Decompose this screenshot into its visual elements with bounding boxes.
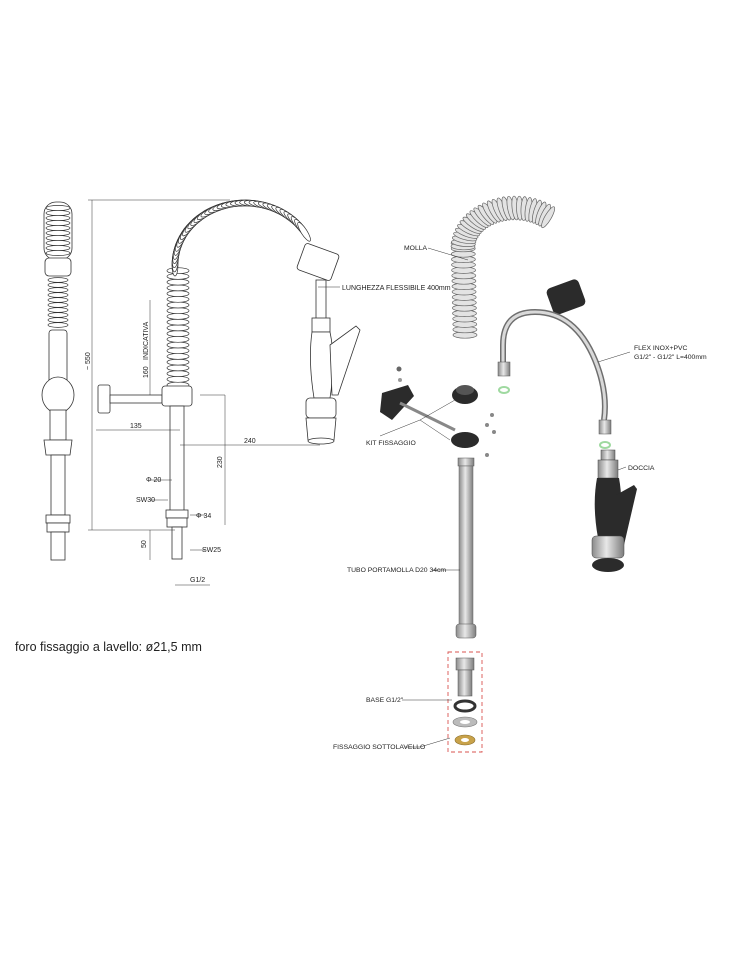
dim-phi34: Φ 34 [196, 513, 211, 520]
label-tubo: TUBO PORTAMOLLA D20 34cm [347, 567, 446, 574]
dimension-texts: ~ 550 INDICATIVA 160 135 240 230 Φ 20 SW… [85, 285, 451, 584]
dim-sw25: SW25 [202, 547, 221, 554]
dim-height: ~ 550 [85, 352, 92, 370]
flex-hose [497, 308, 612, 449]
base-kit [447, 651, 483, 753]
dim-phi20: Φ 20 [146, 477, 161, 484]
tubo-portamolla [455, 457, 477, 639]
label-flex-2: G1/2" - G1/2" L=400mm [634, 354, 707, 361]
sink-hole-note: foro fissaggio a lavello: ø21,5 mm [15, 640, 202, 654]
label-molla: MOLLA [404, 245, 428, 252]
leader-lines [379, 247, 631, 748]
label-fissaggio: FISSAGGIO SOTTOLAVELLO [333, 744, 425, 751]
side-view-spring-top [43, 201, 73, 261]
label-flex-1: FLEX INOX+PVC [634, 345, 688, 352]
doccia-shower [591, 449, 637, 572]
part-labels: MOLLA FLEX INOX+PVC G1/2" - G1/2" L=400m… [333, 245, 707, 751]
dim-sw30: SW30 [136, 497, 155, 504]
dim-230: 230 [217, 456, 224, 468]
kit-fissaggio [380, 366, 496, 457]
dim-lunghezza: LUNGHEZZA FLESSIBILE 400mm [342, 285, 451, 292]
dimension-lines [88, 199, 340, 586]
front-elevation [97, 199, 361, 560]
dim-240: 240 [244, 438, 256, 445]
label-kit: KIT FISSAGGIO [366, 440, 416, 447]
label-base: BASE G1/2" [366, 697, 404, 704]
dim-135: 135 [130, 423, 142, 430]
label-doccia: DOCCIA [628, 465, 655, 472]
dim-indicativa: INDICATIVA [143, 321, 150, 360]
molla-spring [450, 195, 586, 339]
dim-160: 160 [143, 366, 150, 378]
front-spring-coils [166, 199, 311, 389]
dim-50: 50 [141, 540, 148, 548]
side-view [41, 201, 75, 561]
dim-g12: G1/2 [190, 577, 205, 584]
